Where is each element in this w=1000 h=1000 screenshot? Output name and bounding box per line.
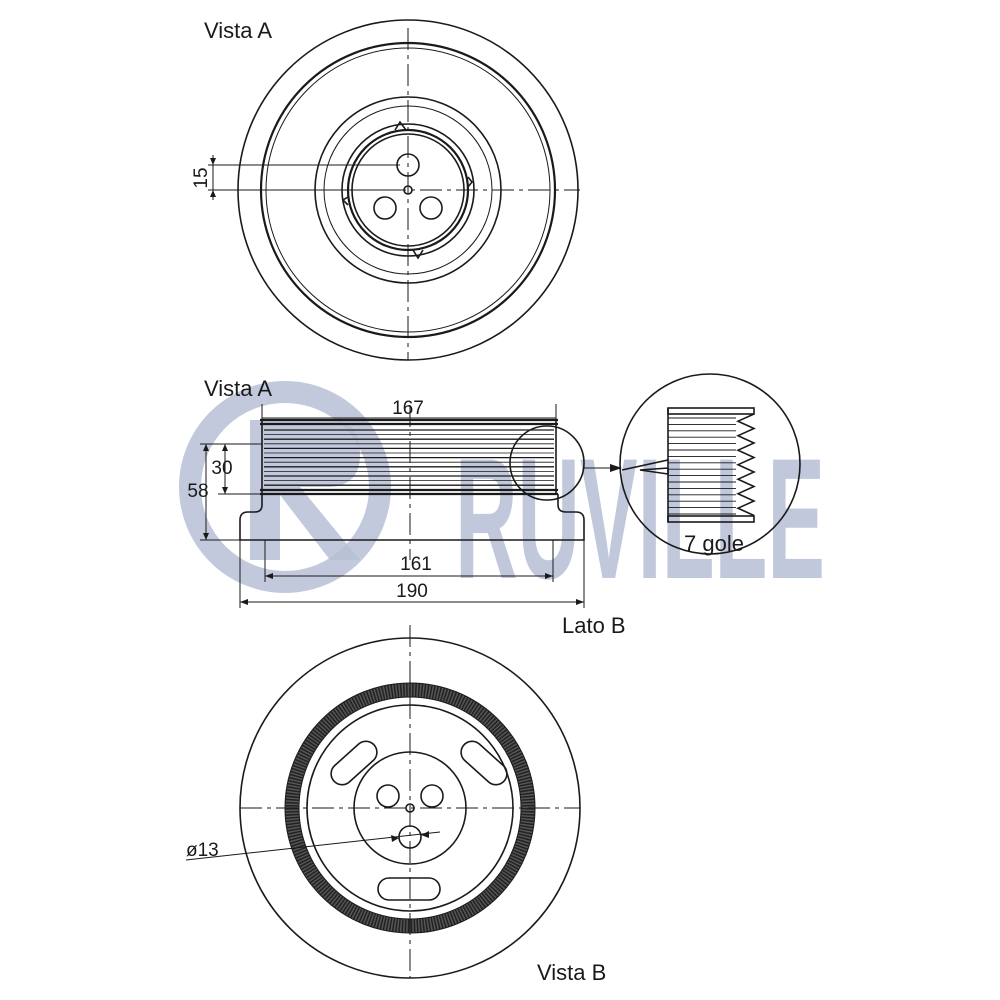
dim-hub-offset: 15 xyxy=(191,167,212,188)
side-view-drawing xyxy=(200,404,622,608)
dim-hole-diameter: ø13 xyxy=(186,840,219,861)
bottom-view-drawing xyxy=(185,625,581,979)
ruville-logo-mark xyxy=(179,381,391,593)
side-b-label: Lato B xyxy=(562,613,626,638)
bottom-view-label: Vista B xyxy=(537,960,606,985)
dim-top-width: 167 xyxy=(392,398,424,419)
dim-outer-diameter: 190 xyxy=(396,581,428,602)
side-view-label: Vista A xyxy=(204,376,272,401)
dim-total-height: 58 xyxy=(187,481,208,502)
grooves-label: 7 gole xyxy=(684,531,744,556)
top-view-drawing xyxy=(208,19,580,361)
dim-inner-width: 161 xyxy=(400,554,432,575)
groove-detail-drawing xyxy=(619,373,801,555)
ruville-watermark: RUVILLE xyxy=(179,381,825,615)
ruville-wordmark: RUVILLE xyxy=(455,423,825,615)
groove-lines xyxy=(264,429,554,491)
dim-groove-height: 30 xyxy=(211,458,232,479)
top-view-label: Vista A xyxy=(204,18,272,43)
